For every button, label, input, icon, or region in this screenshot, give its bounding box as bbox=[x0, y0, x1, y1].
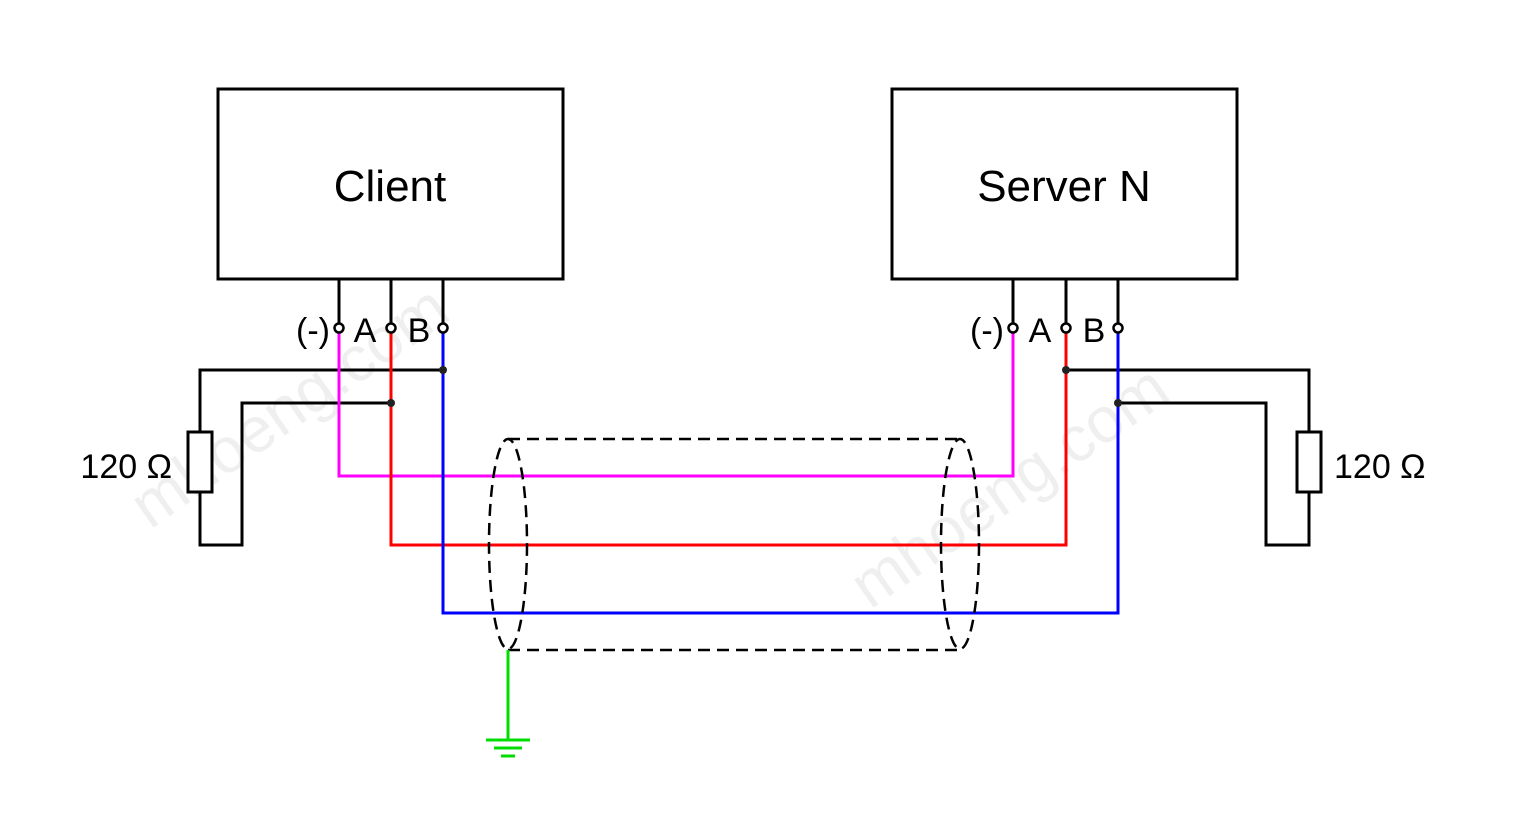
server-terminal-neg-label: (-) bbox=[970, 312, 1004, 350]
right-resistor-label: 120 Ω bbox=[1334, 448, 1426, 486]
junction-dots bbox=[387, 366, 1122, 407]
client-terminal-neg-label: (-) bbox=[296, 312, 330, 350]
server-terminal-b-label: B bbox=[1083, 312, 1106, 350]
client-label: Client bbox=[334, 162, 447, 211]
watermark: mhoeng.com bbox=[837, 350, 1181, 621]
client-terminal-a-label: A bbox=[354, 312, 377, 350]
a-wire bbox=[389, 332, 1068, 547]
server-label: Server N bbox=[977, 162, 1151, 211]
server-terminal-a-label: A bbox=[1029, 312, 1052, 350]
b-wire bbox=[441, 332, 1120, 615]
client-box bbox=[216, 87, 565, 281]
right-termination-wire-b bbox=[1118, 401, 1311, 547]
server-box bbox=[890, 87, 1239, 281]
neg-wire bbox=[337, 332, 1015, 478]
right-termination-wire-a bbox=[1066, 368, 1311, 432]
left-resistor-label: 120 Ω bbox=[80, 448, 172, 486]
right-resistor bbox=[1295, 430, 1323, 494]
left-termination-wire-a bbox=[198, 401, 391, 547]
cable-shield bbox=[487, 437, 981, 652]
client-terminal-b-label: B bbox=[408, 312, 431, 350]
terminals bbox=[333, 322, 1124, 334]
left-resistor bbox=[186, 430, 214, 494]
left-termination-wire-b bbox=[198, 368, 443, 432]
watermark: mhoeng.com bbox=[117, 270, 461, 541]
ground-icon bbox=[486, 650, 530, 758]
terminal-stubs bbox=[337, 279, 1120, 324]
